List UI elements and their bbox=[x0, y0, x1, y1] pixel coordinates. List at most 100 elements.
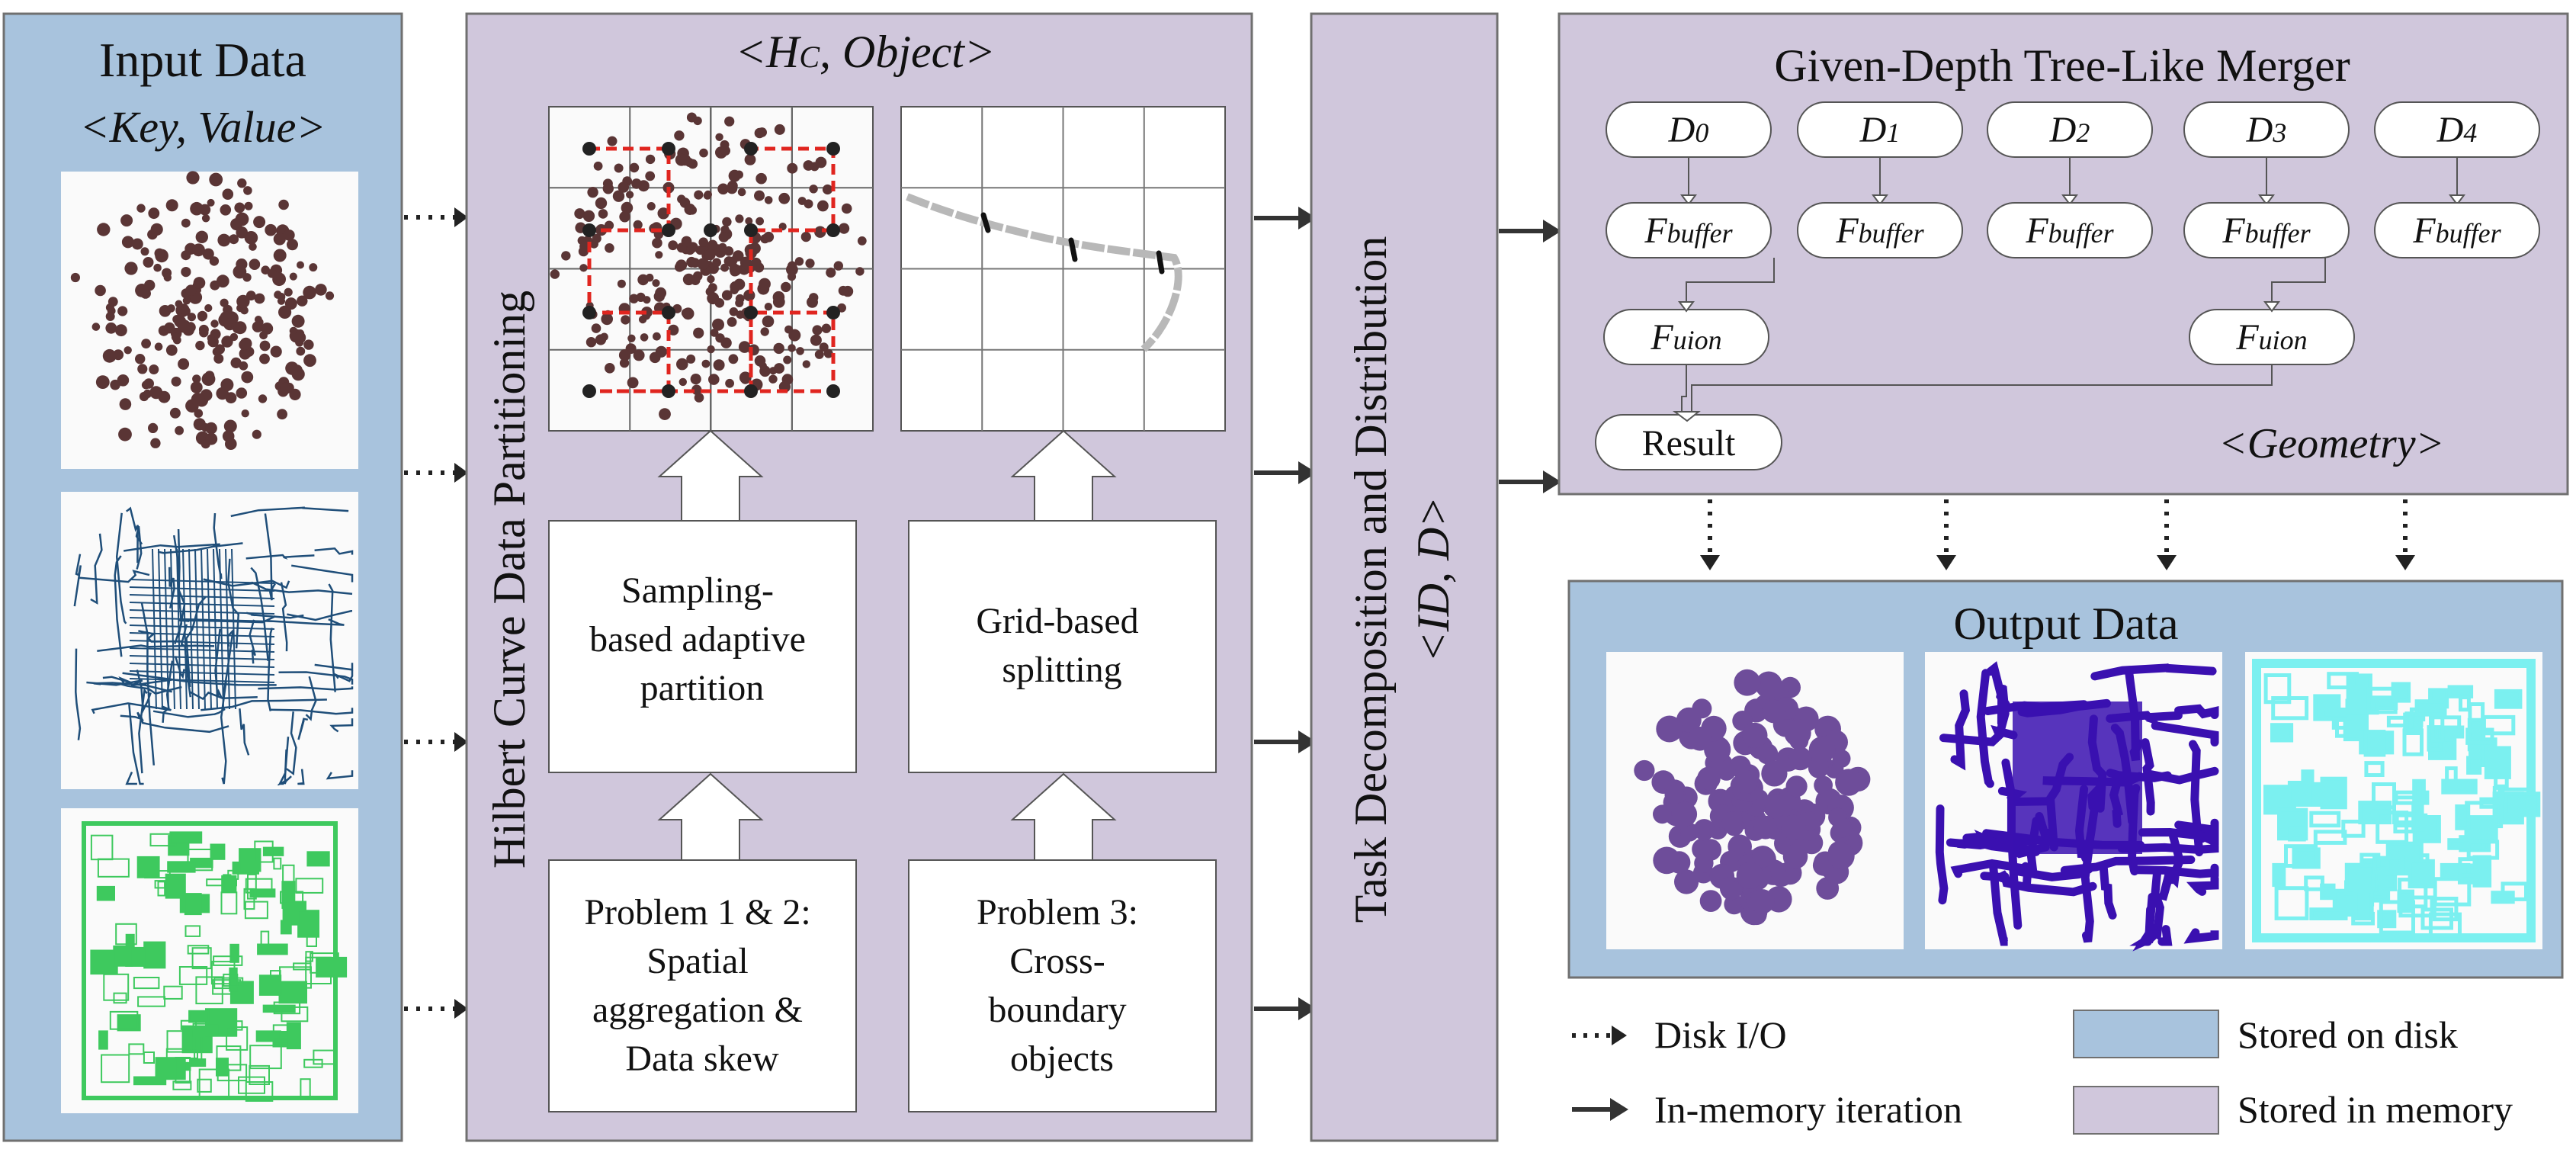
output-building-buffer bbox=[2304, 875, 2324, 891]
grid-point bbox=[652, 279, 660, 287]
input-point bbox=[259, 353, 270, 364]
grid-vertex bbox=[662, 306, 675, 319]
input-point bbox=[240, 306, 249, 315]
grid-point bbox=[805, 258, 815, 268]
grid-point bbox=[812, 325, 823, 336]
grid-point bbox=[626, 191, 634, 199]
solid-arrowhead bbox=[1610, 1098, 1628, 1121]
input-building bbox=[192, 1023, 220, 1037]
grid-point bbox=[787, 261, 797, 271]
input-building bbox=[205, 1008, 238, 1037]
input-point bbox=[195, 230, 208, 243]
input-point bbox=[141, 339, 152, 348]
output-point-buffer bbox=[1750, 889, 1775, 914]
input-point bbox=[273, 233, 286, 246]
grid-point bbox=[655, 251, 663, 259]
input-point bbox=[120, 214, 133, 227]
output-point-buffer bbox=[1672, 801, 1698, 827]
grid-point bbox=[633, 220, 643, 230]
input-building bbox=[313, 1049, 335, 1065]
input-point bbox=[220, 378, 234, 392]
hilbert-curve-path bbox=[582, 142, 840, 398]
input-building bbox=[175, 1057, 191, 1084]
grid-point bbox=[618, 349, 631, 361]
grid-point bbox=[735, 294, 745, 303]
input-point bbox=[220, 298, 229, 307]
grid-point bbox=[607, 136, 618, 146]
grid-point bbox=[781, 281, 791, 293]
svg-text:Fbuffer: Fbuffer bbox=[2222, 210, 2311, 251]
input-point bbox=[131, 238, 143, 250]
output-point-buffer bbox=[1721, 811, 1743, 832]
input-road bbox=[267, 628, 274, 711]
input-point bbox=[204, 303, 213, 313]
problem-1-2-text: Problem 1 & 2: Spatial aggregation & Dat… bbox=[584, 892, 820, 1079]
output-point-buffer bbox=[1664, 785, 1684, 804]
input-building bbox=[238, 1076, 265, 1094]
input-point bbox=[171, 332, 181, 342]
grid-point bbox=[655, 287, 667, 299]
input-building bbox=[117, 1014, 141, 1032]
input-building bbox=[103, 973, 130, 1001]
input-building bbox=[157, 881, 166, 897]
grid-point bbox=[815, 156, 827, 169]
input-point bbox=[278, 305, 292, 319]
output-point-buffer bbox=[1688, 727, 1712, 751]
grid-point bbox=[730, 266, 740, 277]
grid-point bbox=[619, 358, 630, 368]
input-point bbox=[137, 364, 148, 374]
output-building-buffer bbox=[2504, 791, 2541, 817]
input-point bbox=[236, 387, 248, 399]
input-building bbox=[295, 878, 324, 894]
grid-point bbox=[717, 183, 729, 195]
input-point bbox=[95, 375, 110, 389]
grid-vertex bbox=[826, 223, 840, 237]
grid-splitting-text: Grid-based splitting bbox=[976, 601, 1147, 690]
output-point-buffer bbox=[1721, 881, 1740, 901]
input-road bbox=[152, 708, 226, 718]
input-point bbox=[154, 248, 165, 258]
input-road bbox=[305, 676, 317, 721]
grid-point bbox=[694, 393, 704, 403]
input-road bbox=[97, 644, 215, 653]
input-building bbox=[188, 1010, 210, 1023]
input-road bbox=[185, 596, 207, 688]
input-road bbox=[287, 610, 352, 621]
grid-point bbox=[728, 169, 741, 182]
grid-point bbox=[690, 374, 701, 385]
output-point-buffer bbox=[1693, 819, 1715, 841]
grid-point bbox=[579, 264, 588, 272]
output-point-buffer bbox=[1634, 759, 1655, 782]
grid-point bbox=[750, 257, 762, 269]
buffer-node: Fbuffer bbox=[1606, 202, 1772, 258]
merger-connectors bbox=[1681, 258, 2326, 416]
input-point bbox=[287, 239, 298, 251]
grid-point bbox=[627, 334, 636, 342]
input-point bbox=[259, 340, 271, 352]
grid-point bbox=[759, 278, 771, 291]
input-building bbox=[249, 1064, 270, 1086]
input-road bbox=[129, 632, 275, 637]
input-point bbox=[193, 277, 206, 289]
input-point bbox=[163, 273, 172, 282]
output-data-panel: Output Data bbox=[1567, 580, 2564, 979]
input-point bbox=[205, 432, 218, 445]
input-point bbox=[207, 334, 216, 342]
output-building-buffer bbox=[2484, 746, 2511, 779]
legend-in-memory: In-memory iteration bbox=[1654, 1088, 1962, 1131]
input-building bbox=[286, 1022, 301, 1050]
output-building-buffer bbox=[2309, 811, 2341, 828]
grid-point bbox=[605, 363, 615, 374]
output-point-buffer bbox=[1653, 804, 1672, 824]
output-point-buffer bbox=[1736, 862, 1763, 890]
output-building-buffer bbox=[2272, 862, 2286, 888]
disk-io-arrows-output bbox=[1708, 499, 2408, 557]
input-point bbox=[140, 247, 149, 256]
input-road bbox=[329, 718, 354, 733]
input-point bbox=[252, 429, 261, 439]
grid-point bbox=[800, 232, 811, 242]
grid-point bbox=[707, 274, 715, 284]
input-road bbox=[280, 582, 288, 652]
disk-io-arrows-input bbox=[404, 215, 457, 1011]
input-point bbox=[201, 214, 210, 223]
